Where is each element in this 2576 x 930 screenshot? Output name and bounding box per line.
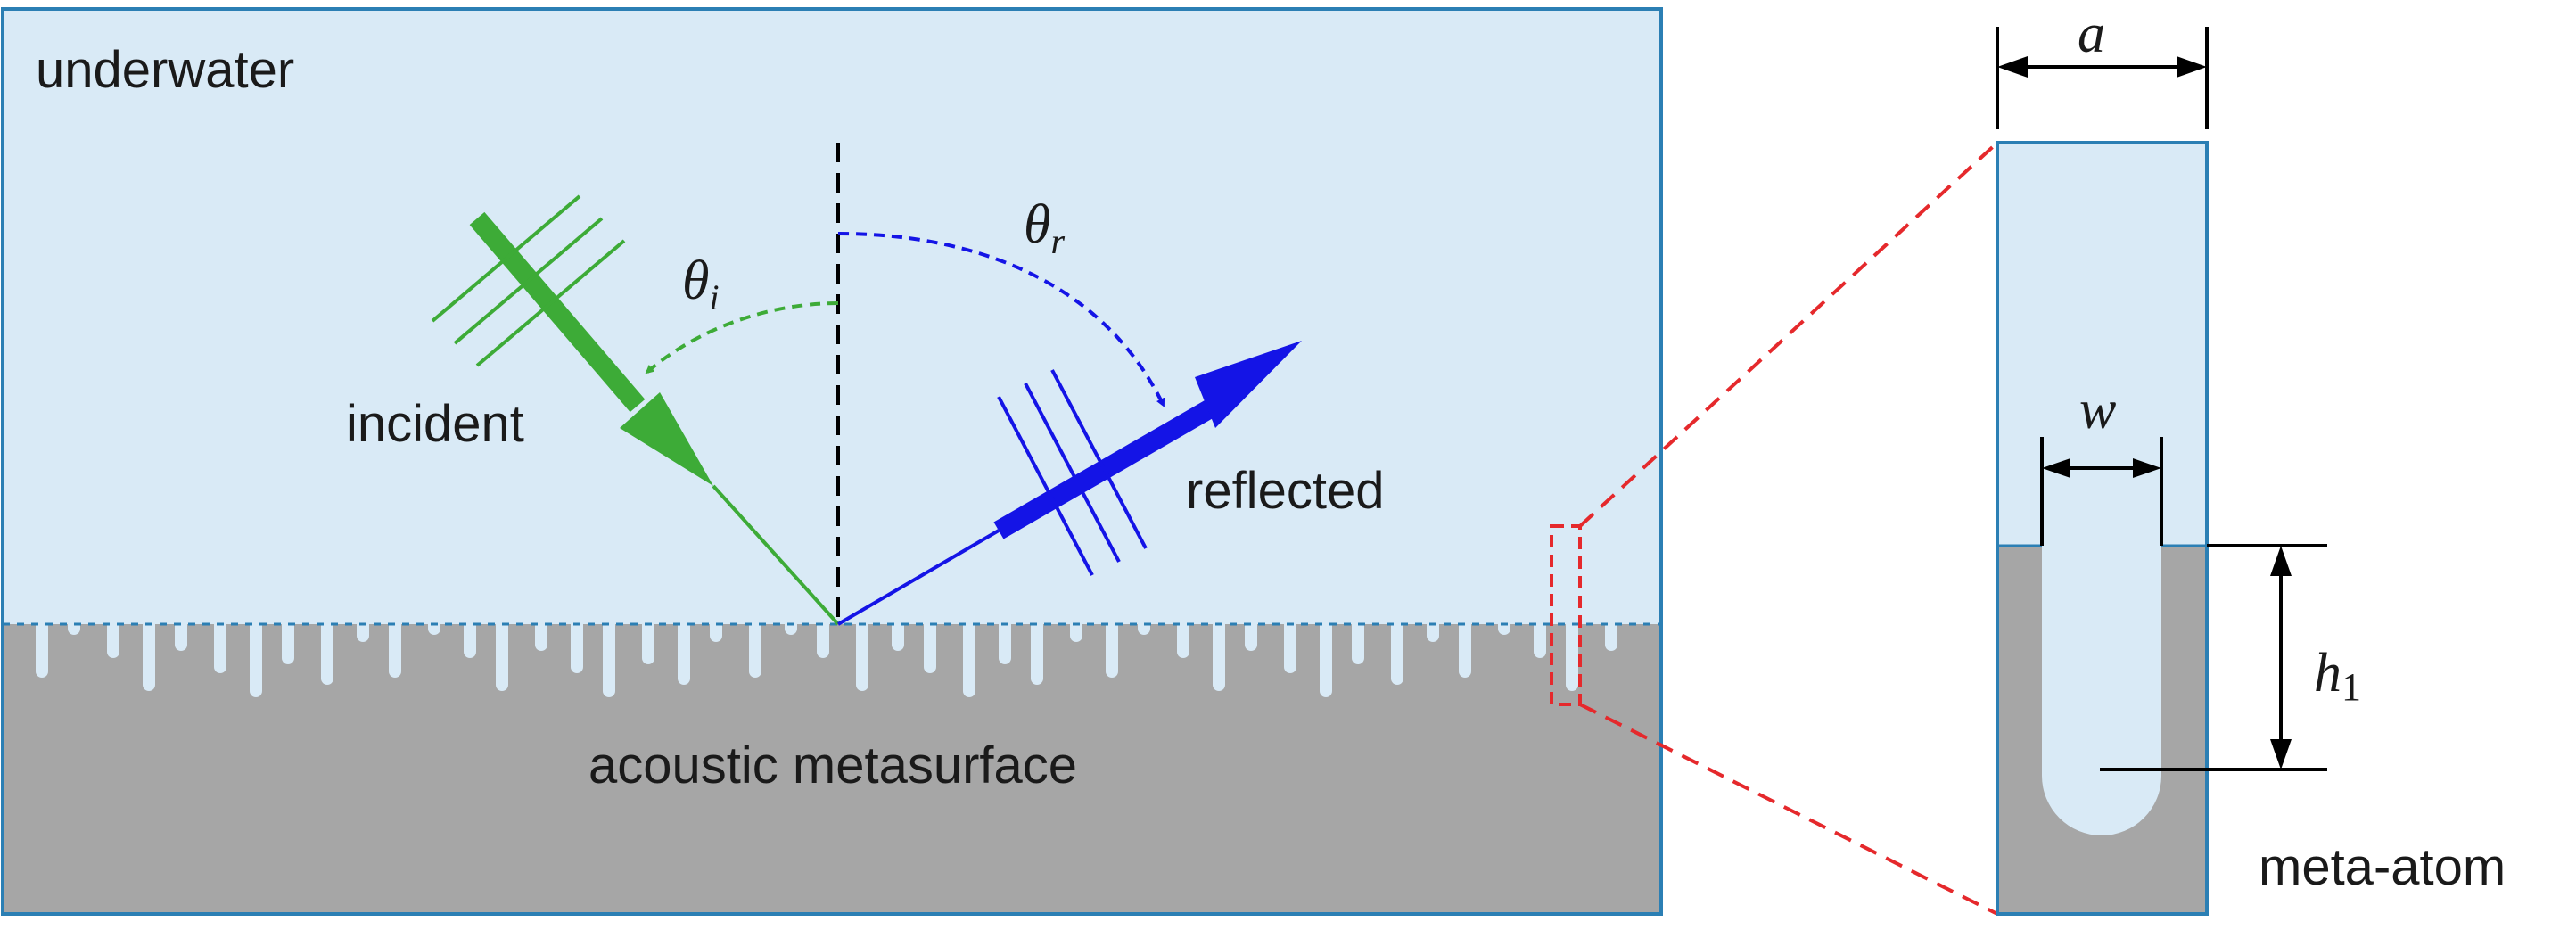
metasurface-groove — [999, 624, 1011, 664]
metasurface-groove — [428, 624, 440, 635]
theta-r-arc — [837, 232, 1165, 407]
zoom-line-top — [1578, 141, 1999, 528]
metasurface-groove — [143, 624, 155, 691]
meta-atom-water — [1997, 143, 2207, 546]
metasurface-groove — [1213, 624, 1225, 691]
reflected-ray — [836, 529, 1000, 626]
metasurface-groove — [571, 624, 583, 673]
main-panel — [1, 7, 1663, 916]
metasurface-label: acoustic metasurface — [588, 737, 1077, 794]
metasurface-groove — [963, 624, 975, 697]
metasurface-groove — [1534, 624, 1546, 658]
dimension-w-label: w — [2079, 380, 2116, 440]
metasurface-groove — [357, 624, 369, 642]
metasurface-groove — [321, 624, 333, 685]
metasurface-groove — [785, 624, 797, 635]
metasurface-groove — [1284, 624, 1296, 673]
metasurface-groove — [892, 624, 904, 651]
metasurface-groove — [36, 624, 48, 678]
meta-atom-groove — [2042, 546, 2161, 835]
zoom-line-bottom — [1579, 703, 1998, 916]
metasurface-groove — [175, 624, 187, 651]
metasurface-groove — [1498, 624, 1510, 635]
metasurface-grooves — [36, 624, 1617, 697]
metasurface-region — [3, 624, 1661, 914]
metasurface-groove — [107, 624, 119, 658]
meta-atom-label: meta-atom — [2259, 838, 2506, 896]
dimension-a-label: a — [2078, 4, 2105, 64]
metasurface-groove — [1138, 624, 1150, 635]
dimension-h1 — [2100, 544, 2327, 771]
incident-ray — [712, 484, 840, 626]
metasurface-groove — [603, 624, 615, 697]
metasurface-groove — [749, 624, 761, 678]
reflected-label: reflected — [1186, 462, 1384, 520]
metasurface-groove — [464, 624, 476, 658]
metasurface-groove — [68, 624, 80, 635]
metasurface-groove — [1391, 624, 1403, 685]
metasurface-groove — [1031, 624, 1043, 685]
incident-arrow-shaft — [469, 211, 646, 413]
metasurface-groove — [1566, 624, 1578, 691]
incident-wavefronts — [431, 194, 626, 367]
theta-r-label: θr — [1024, 194, 1065, 261]
reflected-arrow-shaft — [993, 388, 1236, 539]
zoom-indicator — [1550, 141, 1999, 916]
reflected-wavefronts — [997, 369, 1148, 576]
metasurface-groove — [1427, 624, 1439, 642]
underwater-label: underwater — [36, 41, 294, 99]
metasurface-groove — [710, 624, 722, 642]
zoom-box — [1550, 524, 1582, 706]
main-panel-border — [1, 7, 1663, 916]
metasurface-groove — [214, 624, 226, 673]
metasurface-groove — [856, 624, 868, 691]
incident-wave — [431, 194, 840, 626]
incident-arrow-icon — [620, 392, 713, 486]
meta-atom-border — [1996, 141, 2209, 916]
metasurface-groove — [1352, 624, 1364, 664]
dimension-h1-label: h1 — [2314, 643, 2361, 709]
metasurface-groove — [535, 624, 547, 651]
metasurface-groove — [1070, 624, 1082, 642]
dimension-w — [2040, 437, 2163, 546]
dimension-a — [1996, 27, 2209, 129]
metasurface-groove — [1177, 624, 1189, 658]
metasurface-groove — [389, 624, 401, 678]
metasurface-groove — [250, 624, 262, 697]
metasurface-groove — [1320, 624, 1332, 697]
reflected-wave — [836, 341, 1302, 626]
meta-atom-detail — [1996, 141, 2209, 916]
metasurface-groove — [1605, 624, 1617, 651]
metasurface-groove — [678, 624, 690, 685]
metasurface-groove — [1245, 624, 1257, 651]
metasurface-groove — [282, 624, 294, 664]
metasurface-groove — [642, 624, 654, 664]
reflected-arrow-icon — [1195, 341, 1302, 428]
metasurface-groove — [1106, 624, 1118, 678]
metasurface-groove — [924, 624, 936, 673]
incident-label: incident — [346, 395, 524, 453]
theta-i-arc — [645, 301, 839, 374]
metasurface-groove — [1459, 624, 1471, 678]
water-region — [3, 9, 1661, 624]
theta-i-label: θi — [682, 251, 720, 317]
metasurface-groove — [496, 624, 508, 691]
metasurface-groove — [817, 624, 829, 658]
